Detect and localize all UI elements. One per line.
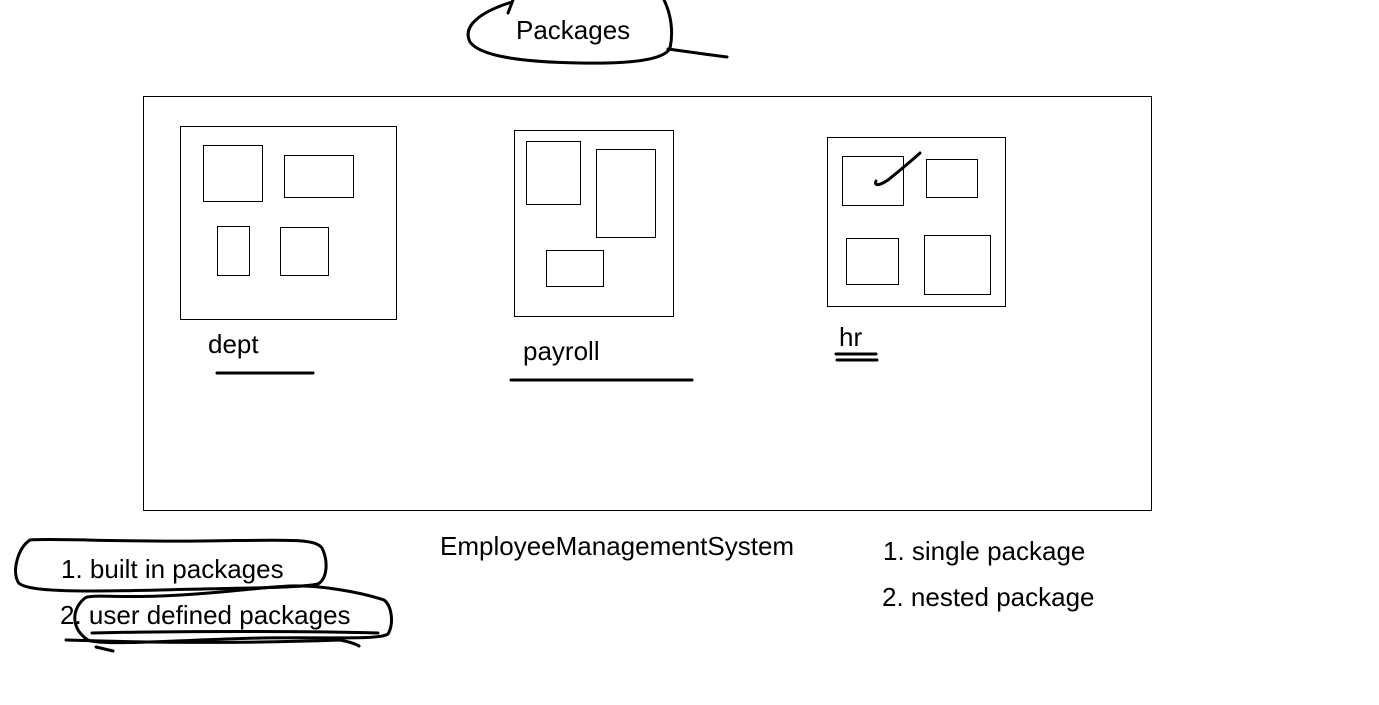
class-box xyxy=(596,149,656,238)
package-type-item: 1. built in packages xyxy=(61,554,284,584)
package-type-item: 2. user defined packages xyxy=(60,600,351,630)
package-label-payroll: payroll xyxy=(523,336,600,366)
user-defined-base-stroke xyxy=(64,638,361,648)
package-dept-box xyxy=(180,126,397,320)
class-box xyxy=(926,159,978,198)
class-box xyxy=(203,145,263,202)
package-label-hr: hr xyxy=(839,322,863,352)
class-box xyxy=(280,227,329,276)
user-defined-underline xyxy=(90,630,380,635)
class-box xyxy=(526,141,581,205)
title-tick-stroke xyxy=(506,0,515,15)
user-defined-circle-stroke xyxy=(73,584,393,645)
title-circle-stroke xyxy=(466,0,674,65)
class-box xyxy=(842,156,904,206)
class-box xyxy=(217,226,250,276)
system-boundary xyxy=(143,96,1152,511)
package-label-dept: dept xyxy=(208,329,259,359)
user-defined-hook-stroke xyxy=(94,645,115,653)
package-payroll-box xyxy=(514,130,674,317)
system-label: EmployeeManagementSystem xyxy=(440,531,795,561)
package-kind-item: 1. single package xyxy=(883,536,1086,566)
title-tail-stroke xyxy=(666,47,729,59)
package-hr-box xyxy=(827,137,1006,307)
class-box xyxy=(284,155,354,198)
package-kind-item: 2. nested package xyxy=(882,582,1095,612)
class-box xyxy=(846,238,899,285)
page-title: Packages xyxy=(516,15,631,45)
check-mark-icon xyxy=(874,151,922,187)
built-in-circle-stroke xyxy=(14,537,328,593)
class-box xyxy=(924,235,991,295)
class-box xyxy=(546,250,604,287)
